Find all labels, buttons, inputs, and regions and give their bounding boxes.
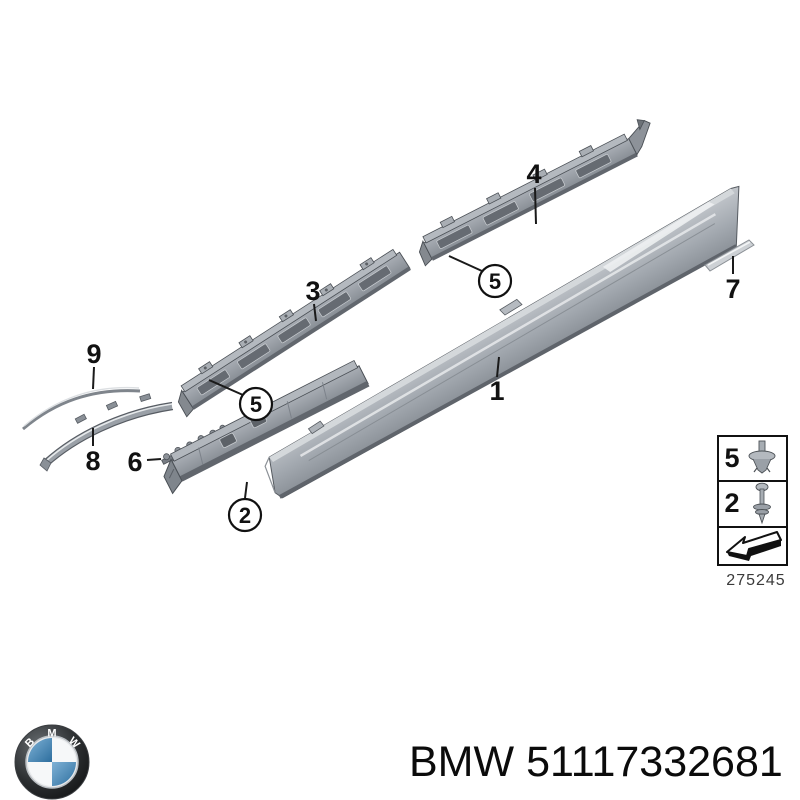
callout-5-front: 5	[238, 386, 274, 422]
part-trim-strip	[704, 239, 755, 272]
callout-labels: 1 3 4 6 7 8 9 5 5 2	[85, 159, 741, 533]
part-number-text: 51117332681	[526, 738, 783, 786]
callout-3: 3	[305, 276, 320, 306]
part-sill-carrier	[163, 359, 370, 495]
svg-text:5: 5	[489, 269, 501, 294]
callout-7: 7	[725, 274, 740, 304]
callout-9: 9	[86, 339, 101, 369]
svg-text:5: 5	[250, 392, 262, 417]
callout-6: 6	[127, 447, 142, 477]
brand-text: BMW	[409, 738, 515, 786]
legend-row-2-label: 2	[724, 488, 739, 518]
callout-2: 2	[227, 497, 263, 533]
legend-row-5-label: 5	[724, 443, 739, 473]
legend-box: 5 2	[717, 435, 788, 566]
direction-arrow-icon	[726, 531, 782, 561]
part-mounting-rail-rear	[418, 119, 651, 267]
part-rocker-panel	[264, 185, 740, 499]
logo-letter-m: M	[47, 728, 56, 740]
expansion-rivet-icon	[748, 440, 776, 474]
diagram-number: 275245	[726, 572, 785, 589]
part-arch-trim-thin	[22, 386, 141, 431]
part-arch-trim	[39, 393, 174, 472]
callout-8: 8	[85, 446, 100, 476]
svg-text:2: 2	[239, 503, 251, 528]
push-rivet-icon	[753, 482, 771, 525]
callout-4: 4	[526, 159, 541, 189]
part-mounting-rail-front	[177, 248, 411, 418]
leader-lines	[92, 187, 734, 499]
bmw-logo: B M W	[14, 724, 90, 800]
callout-1: 1	[489, 376, 504, 406]
callout-5-rear: 5	[477, 263, 513, 299]
